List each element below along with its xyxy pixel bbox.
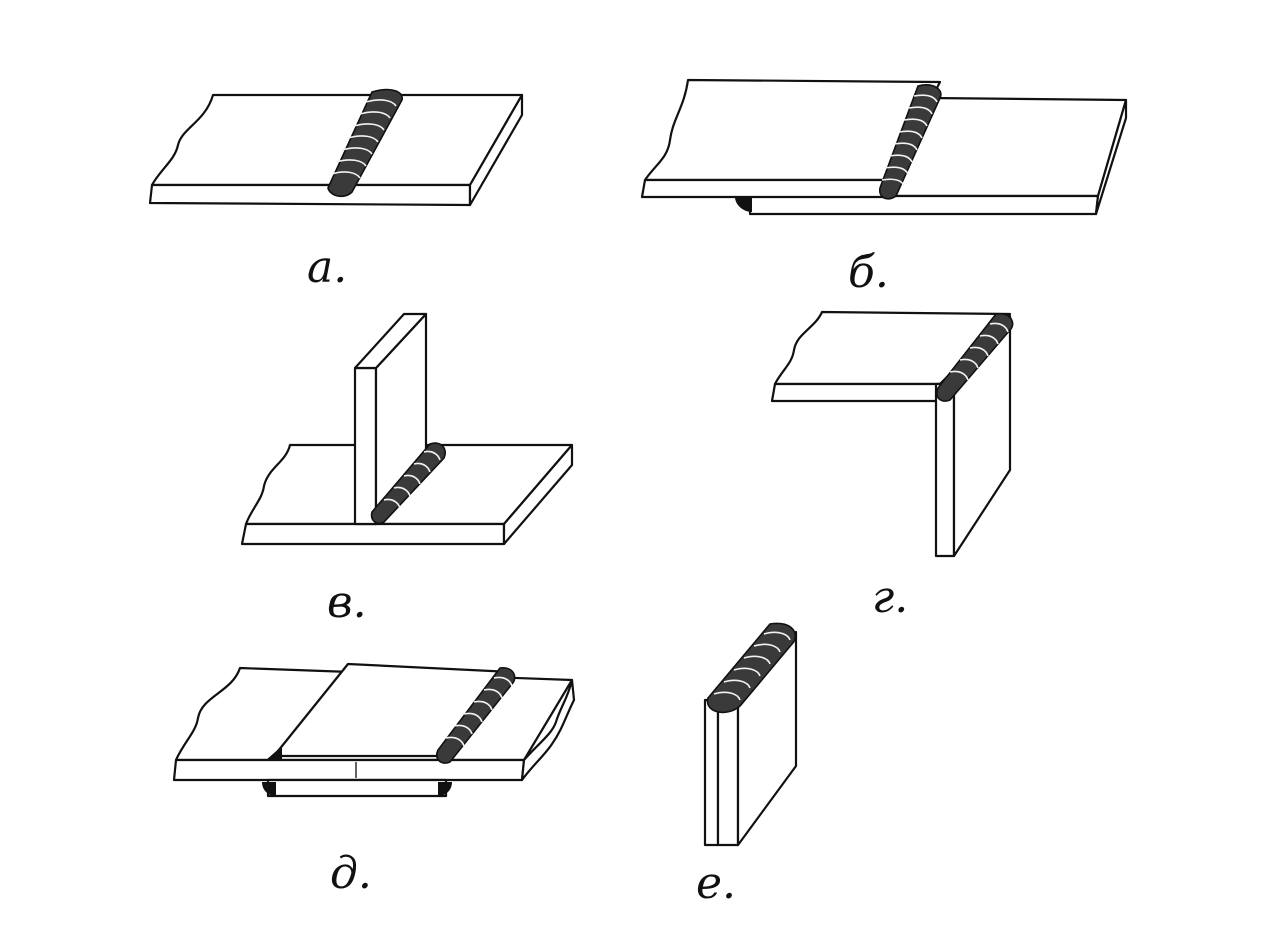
weld-ripples-d [445,676,513,747]
joint-b-lap: б. [640,78,1128,298]
plate-g-horizontal-front [770,382,942,403]
label-a: а. [307,242,347,293]
weld-ripples-e [713,631,791,701]
label-b: б. [848,247,889,298]
label-v: в. [327,577,367,628]
plate-v-upright-top [353,312,428,370]
plate-d-front [172,758,526,782]
joint-d-strap: д. [172,662,576,899]
plate-b-lower-front [748,194,1100,216]
plate-e-front-left [703,698,720,847]
weld-bead-b [878,84,942,200]
weld-root-b [735,198,752,212]
weld-bead-g [935,313,1014,402]
weld-ripples-b [881,94,938,187]
joint-g-corner: г. [770,310,1014,623]
plate-v-base-side [502,443,574,546]
label-g: г. [872,572,908,623]
weld-root-d-left [262,782,276,796]
plate-v-upright-face [353,366,378,526]
weld-fillet-d-left [266,746,282,760]
label-d: д. [330,848,372,899]
plate-a-front [148,183,472,207]
weld-bead-a [327,88,403,198]
plate-b-upper-front [640,178,892,199]
joint-e-edge: е. [696,622,798,909]
plate-g-vertical-front [934,382,956,558]
weld-ripples-g [949,322,1009,381]
joint-a-butt: а. [148,88,524,293]
plate-a-side [468,93,524,207]
joint-v-tee: в. [240,312,574,628]
label-e: е. [696,858,736,909]
weld-ripples-a [331,99,397,179]
strap-d-under [266,778,448,798]
plate-b-lower-side [1094,98,1128,216]
weld-ripples-v [383,450,441,509]
plate-v-base-front [240,522,506,546]
plate-e-front-right [716,698,740,847]
weld-bead-v [370,442,446,525]
plate-d-side [520,678,576,782]
weld-root-d-right [438,782,452,796]
